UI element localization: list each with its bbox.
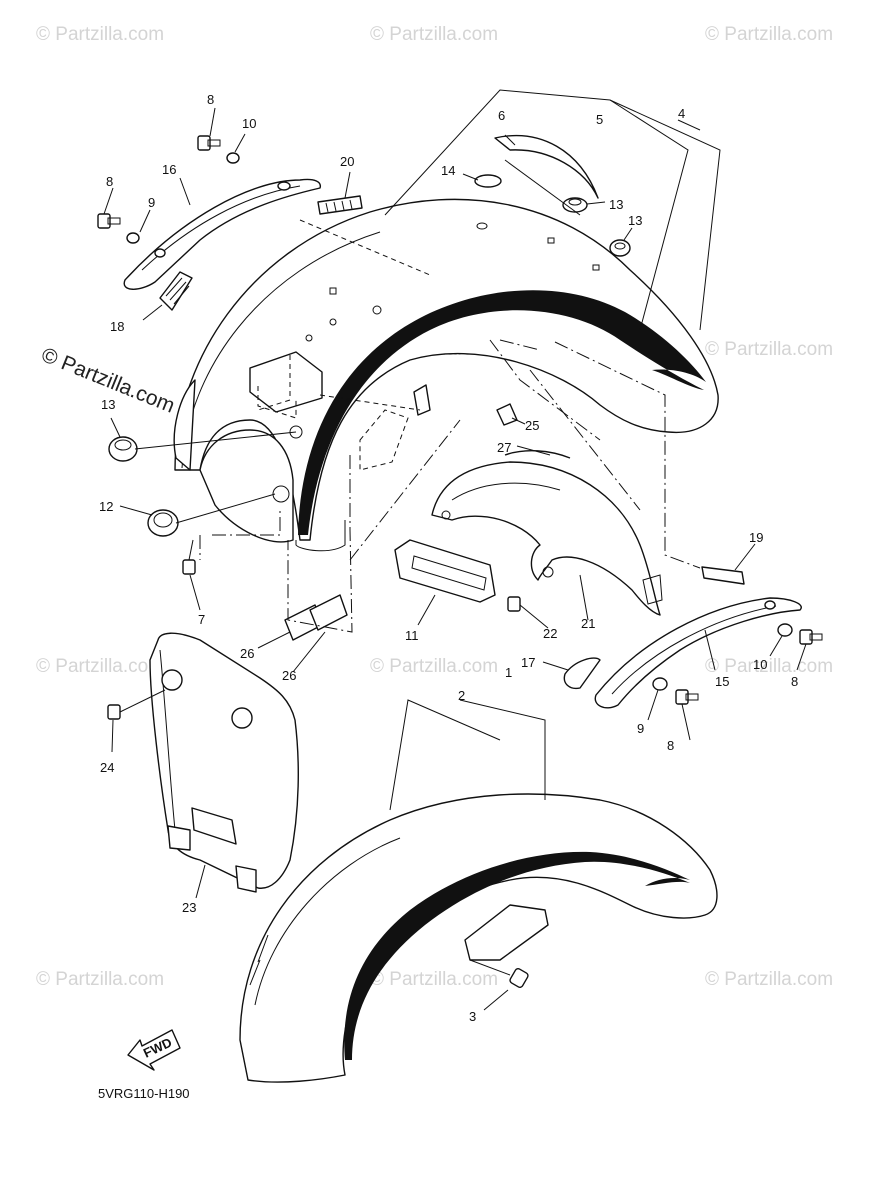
watermark: © Partzilla.com <box>705 969 833 990</box>
callout-1: 1 <box>505 665 512 680</box>
callout-8: 8 <box>791 674 798 689</box>
callout-5: 5 <box>596 112 603 127</box>
callout-25: 25 <box>525 418 539 433</box>
washer[interactable] <box>474 174 502 188</box>
bolt[interactable] <box>97 213 121 229</box>
light-housing[interactable] <box>394 539 496 603</box>
front-fender[interactable] <box>239 793 718 1083</box>
caution-label[interactable] <box>284 594 348 641</box>
fwd-arrow-icon: FWD <box>127 1029 181 1071</box>
callout-8: 8 <box>106 174 113 189</box>
callout-27: 27 <box>497 440 511 455</box>
watermark: © Partzilla.com <box>705 24 833 45</box>
rear-fender[interactable] <box>173 198 719 552</box>
callout-19: 19 <box>749 530 763 545</box>
callout-20: 20 <box>340 154 354 169</box>
callout-8: 8 <box>207 92 214 107</box>
callout-8: 8 <box>667 738 674 753</box>
watermark: © Partzilla.com <box>36 656 164 677</box>
watermark: © Partzilla.com <box>705 656 833 677</box>
callout-12: 12 <box>99 499 113 514</box>
bolt[interactable] <box>197 135 221 151</box>
callout-26: 26 <box>240 646 254 661</box>
washer[interactable] <box>652 677 668 691</box>
callout-24: 24 <box>100 760 114 775</box>
watermark: © Partzilla.com <box>370 24 498 45</box>
bolt[interactable] <box>507 596 521 612</box>
washer[interactable] <box>777 623 793 637</box>
washer[interactable] <box>126 232 140 244</box>
callout-7: 7 <box>198 612 205 627</box>
callout-21: 21 <box>581 616 595 631</box>
leader-lines <box>103 89 807 1011</box>
callout-17: 17 <box>521 655 535 670</box>
callout-13: 13 <box>609 197 623 212</box>
callout-26: 26 <box>282 668 296 683</box>
bolt[interactable] <box>469 959 529 989</box>
callout-9: 9 <box>637 721 644 736</box>
callout-23: 23 <box>182 900 196 915</box>
bolt[interactable] <box>799 629 823 645</box>
clip-nut[interactable] <box>496 403 518 426</box>
callout-13: 13 <box>101 397 115 412</box>
rail-pad[interactable] <box>159 271 193 311</box>
watermark: © Partzilla.com <box>370 969 498 990</box>
callout-18: 18 <box>110 319 124 334</box>
rail-pad[interactable] <box>563 657 601 690</box>
callout-10: 10 <box>753 657 767 672</box>
watermark: © Partzilla.com <box>36 969 164 990</box>
emblem-strip[interactable] <box>494 134 599 199</box>
callout-4: 4 <box>678 106 685 121</box>
right-rail[interactable] <box>594 597 802 709</box>
diagram-code: 5VRG110-H190 <box>98 1086 190 1101</box>
callouts: 1 2 3 4 5 6 7 8 8 8 8 9 9 10 10 11 12 13… <box>99 92 798 1024</box>
left-rail[interactable] <box>123 178 322 290</box>
bolt[interactable] <box>107 689 166 720</box>
inner-fender[interactable] <box>431 450 663 616</box>
callout-15: 15 <box>715 674 729 689</box>
callout-22: 22 <box>543 626 557 641</box>
rail-pad[interactable] <box>317 195 363 215</box>
rail-pad[interactable] <box>701 566 745 585</box>
grommet[interactable] <box>609 239 631 257</box>
side-cover[interactable] <box>149 632 299 893</box>
callout-13: 13 <box>628 213 642 228</box>
watermark: © Partzilla.com <box>36 24 164 45</box>
watermark: © Partzilla.com <box>705 339 833 360</box>
callout-16: 16 <box>162 162 176 177</box>
bolt[interactable] <box>182 539 196 575</box>
large-grommet[interactable] <box>147 509 179 537</box>
callout-14: 14 <box>441 163 455 178</box>
grommet[interactable] <box>108 436 138 462</box>
watermark: © Partzilla.com <box>370 656 498 677</box>
callout-9: 9 <box>148 195 155 210</box>
callout-11: 11 <box>405 628 419 643</box>
callout-3: 3 <box>469 1009 476 1024</box>
callout-10: 10 <box>242 116 256 131</box>
callout-2: 2 <box>458 688 465 703</box>
washer[interactable] <box>226 152 240 164</box>
callout-6: 6 <box>498 108 505 123</box>
bolt[interactable] <box>675 689 699 705</box>
grommet[interactable] <box>562 197 588 213</box>
